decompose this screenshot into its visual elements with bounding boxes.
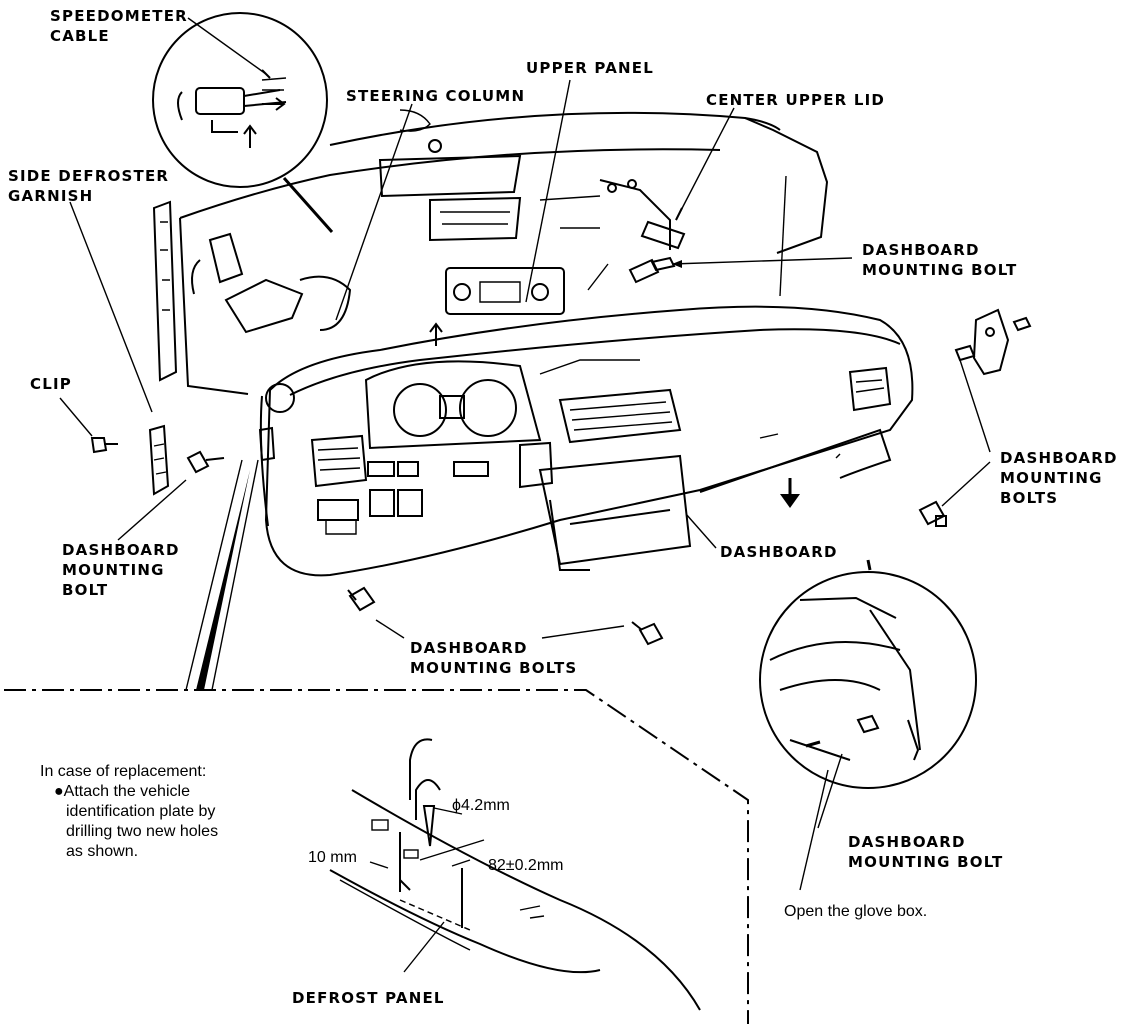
bolt-right-bracket [954, 308, 1032, 376]
label-center-upper-lid: CENTER UPPER LID [706, 91, 886, 109]
dimension-hole-spacing: 82±0.2mm [488, 857, 564, 874]
upper-frame [179, 109, 829, 395]
label-dash-bolt-glove-2: MOUNTING BOLT [848, 853, 1004, 871]
side-defroster-garnish [152, 200, 178, 382]
note-replacement-line3: drilling two new holes [66, 823, 219, 840]
label-defrost-panel: DEFROST PANEL [292, 989, 445, 1007]
label-dash-bolt-left-2: MOUNTING [62, 561, 165, 579]
defrost-panel-detail [329, 738, 701, 1011]
label-dash-bolts-right-3: BOLTS [1000, 489, 1059, 507]
label-speedometer-cable-1: SPEEDOMETER [50, 7, 188, 25]
label-dash-bolt-left-1: DASHBOARD [62, 541, 180, 559]
dimension-hole-diameter: ϕ4.2mm [452, 797, 510, 814]
label-dash-bolt-left-3: BOLT [62, 581, 109, 599]
detail-ray [196, 470, 250, 690]
note-replacement-line1: ●Attach the vehicle [54, 783, 190, 800]
label-speedometer-cable-2: CABLE [50, 27, 110, 45]
dimension-edge-offset: 10 mm [308, 849, 357, 866]
label-dash-bolt-glove-1: DASHBOARD [848, 833, 966, 851]
down-arrowhead [780, 494, 800, 508]
label-upper-panel: UPPER PANEL [526, 59, 654, 77]
bolt-upper-right [628, 256, 676, 284]
label-side-defroster-1: SIDE DEFROSTER [8, 167, 170, 185]
clip-part [90, 424, 170, 496]
label-dash-bolts-right-1: DASHBOARD [1000, 449, 1118, 467]
label-side-defroster-2: GARNISH [8, 187, 94, 205]
note-replacement-line2: identification plate by [66, 803, 216, 820]
section-divider [4, 689, 749, 1024]
label-dash-bolt-right-top-1: DASHBOARD [862, 241, 980, 259]
note-replacement-title: In case of replacement: [40, 763, 207, 780]
bolt-left [186, 450, 225, 474]
speedometer-inset [152, 12, 334, 233]
glove-box-inset [759, 559, 977, 789]
label-dash-bolts-right-2: MOUNTING [1000, 469, 1103, 487]
dashboard-body [258, 305, 914, 577]
note-replacement-line4: as shown. [66, 843, 139, 860]
leader-lines [59, 17, 991, 973]
note-open-glove-box: Open the glove box. [784, 903, 928, 920]
label-steering-column: STEERING COLUMN [346, 87, 526, 105]
label-dashboard: DASHBOARD [720, 543, 838, 561]
bolt-bottom-right [631, 621, 664, 646]
label-dash-bolt-right-top-2: MOUNTING BOLT [862, 261, 1018, 279]
label-clip: CLIP [30, 375, 72, 393]
lift-arrow [429, 322, 443, 346]
bolt-right-lower [918, 500, 947, 527]
label-dash-bolts-bottom-2: MOUNTING BOLTS [410, 659, 578, 677]
bolt-bottom-left [347, 586, 376, 612]
label-dash-bolts-bottom-1: DASHBOARD [410, 639, 528, 657]
